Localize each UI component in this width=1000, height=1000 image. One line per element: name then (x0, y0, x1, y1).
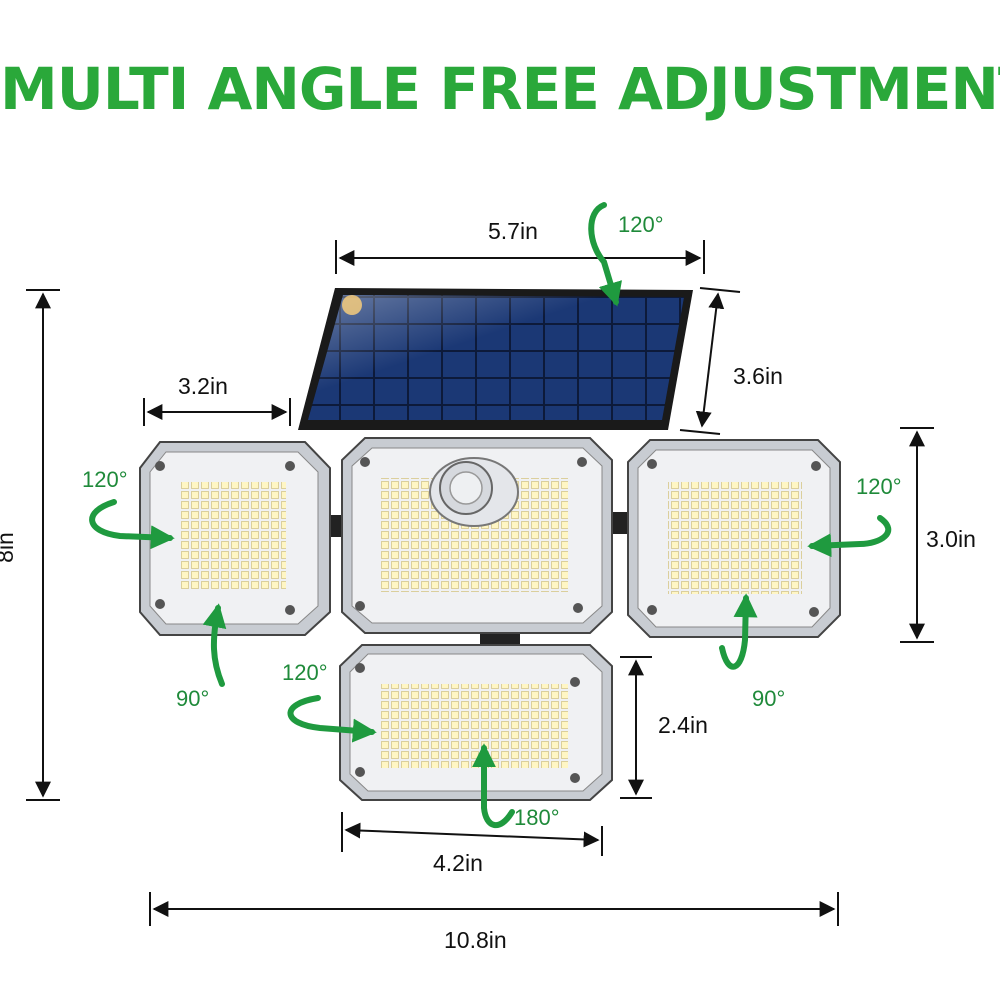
rotation-arrows (89, 202, 892, 828)
right-rotate-arrow-icon (807, 515, 892, 558)
dimension-lines (26, 240, 934, 926)
panel-rotate-arrow-icon (588, 202, 622, 307)
right-height-label: 3.0in (926, 526, 976, 552)
panel-height-label: 3.6in (733, 363, 783, 389)
bottom-width-label: 4.2in (433, 850, 483, 876)
left-horizontal-angle-label: 120° (82, 467, 128, 492)
right-horizontal-angle-label: 120° (856, 474, 902, 499)
bottom-horizontal-angle-label: 120° (282, 660, 328, 685)
total-width-label: 10.8in (444, 927, 507, 953)
center-light-head (341, 437, 613, 634)
bottom-rotate-arrow-icon (287, 695, 377, 743)
left-vertical-angle-label: 90° (176, 686, 210, 711)
panel-width-label: 5.7in (488, 218, 538, 244)
left-rotate-arrow-icon (89, 499, 175, 550)
left-width-label: 3.2in (178, 373, 228, 399)
right-hinge (610, 512, 632, 534)
solar-panel (298, 288, 693, 430)
bottom-tilt-arrow-icon (472, 743, 515, 828)
left-tilt-arrow-icon (202, 603, 227, 687)
total-height-label: 8in (0, 532, 18, 563)
panel-rotation-label: 120° (618, 212, 664, 237)
left-light-head (139, 441, 331, 636)
bottom-vertical-angle-label: 180° (514, 805, 560, 830)
page-title: MULTI ANGLE FREE ADJUSTMENT (0, 55, 1000, 123)
bottom-height-label: 2.4in (658, 712, 708, 738)
right-vertical-angle-label: 90° (752, 686, 786, 711)
right-light-head (627, 439, 841, 638)
bottom-light-head (339, 644, 613, 801)
right-tilt-arrow-icon (719, 593, 758, 670)
motion-sensor (429, 457, 519, 527)
